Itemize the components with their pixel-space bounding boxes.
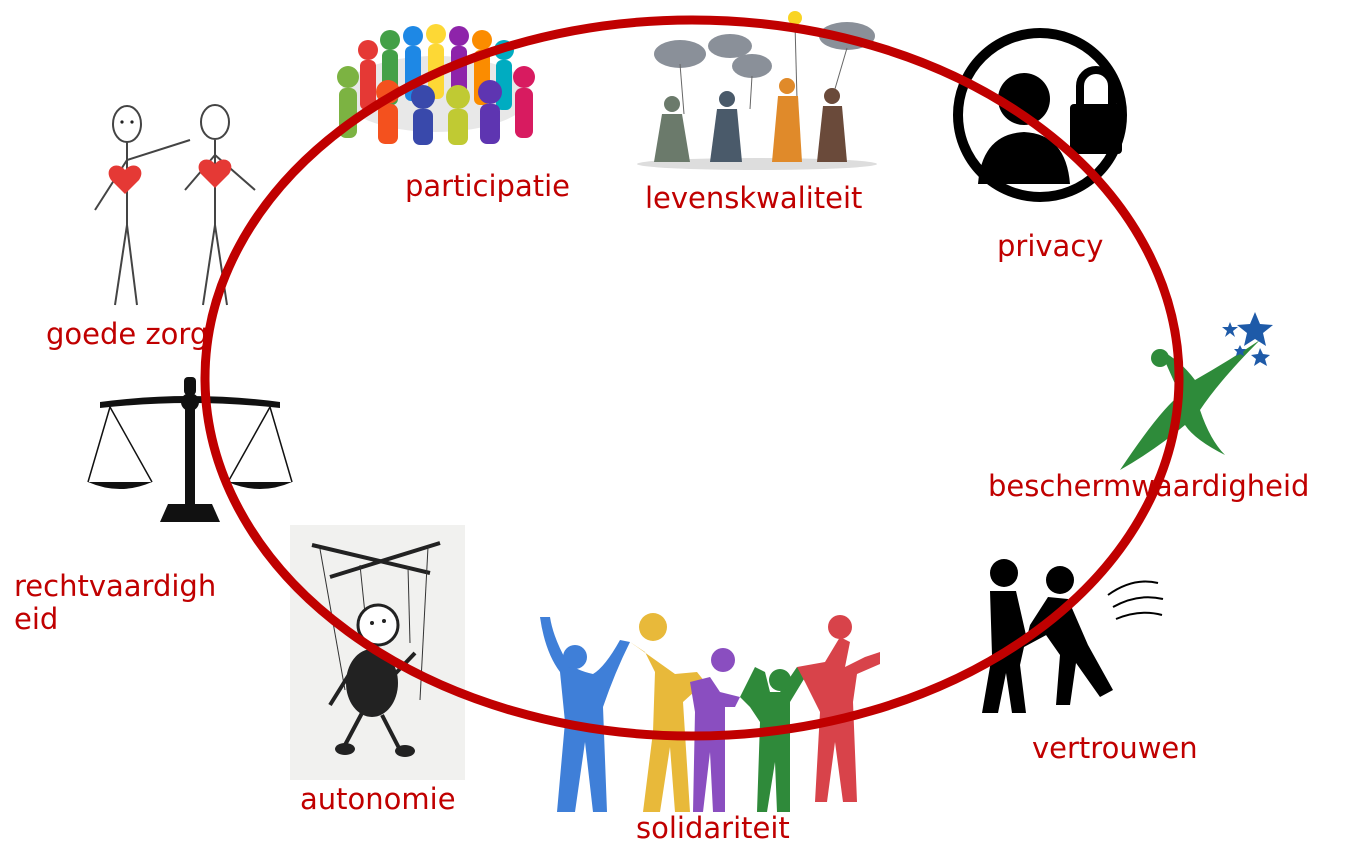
label-solidariteit: solidariteit: [636, 811, 790, 845]
stick-figures-hearts-icon: [94, 104, 256, 306]
label-vertrouwen: vertrouwen: [1032, 731, 1198, 765]
label-beschermwaardigheid: beschermwaardigheid: [988, 469, 1310, 503]
catching-fall-icon: [982, 559, 1164, 713]
label-rechtvaardigheid-line2: eid: [14, 602, 59, 637]
person-lock-icon: [953, 28, 1127, 202]
marionette-icon: [290, 525, 465, 780]
people-holding-hands-icon: [540, 613, 880, 812]
label-privacy: privacy: [997, 229, 1104, 263]
label-participatie: participatie: [405, 169, 570, 203]
scales-icon: [87, 377, 293, 522]
label-goede-zorg: goede zorg: [46, 317, 209, 351]
label-levenskwaliteit: levenskwaliteit: [645, 181, 863, 215]
walking-figures-icon: [637, 11, 877, 170]
label-rechtvaardigheid-line1: rechtvaardigh: [14, 569, 217, 603]
figure-with-stars-icon: [1120, 312, 1273, 470]
people-circle-icon: [337, 24, 535, 145]
label-autonomie: autonomie: [300, 782, 456, 816]
label-rechtvaardigheid: rechtvaardigh eid: [14, 569, 217, 637]
